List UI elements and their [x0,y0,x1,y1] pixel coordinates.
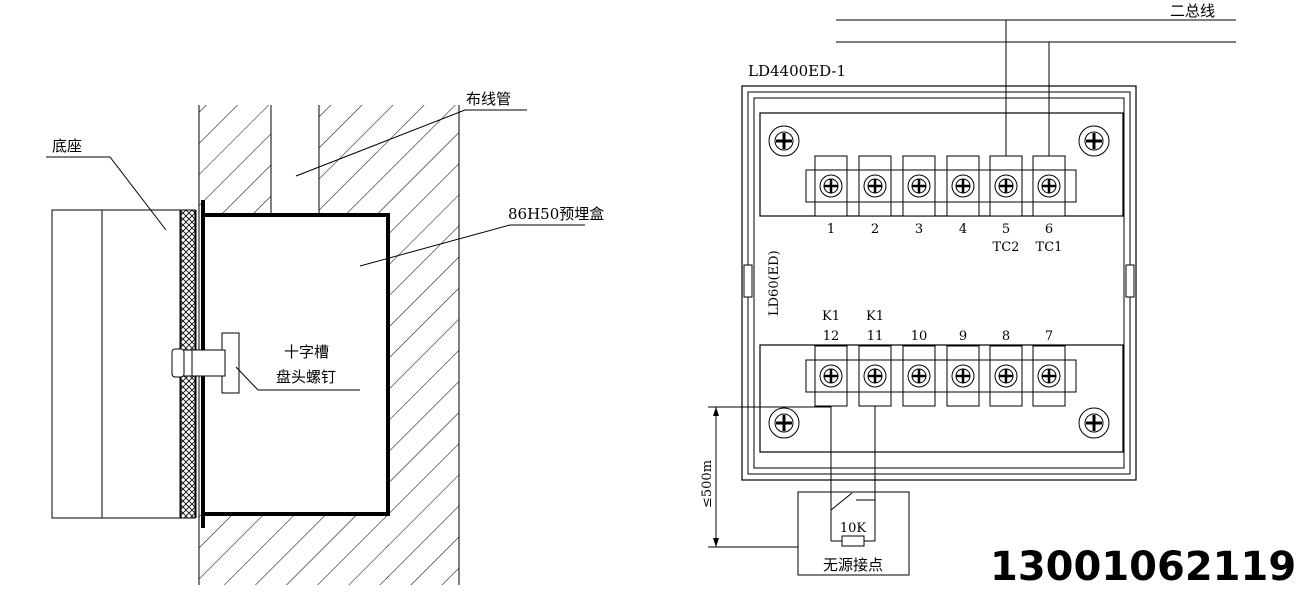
terminal-block-bottom [946,345,980,407]
top-terminal-number: 5 [1002,222,1010,237]
bottom-terminal-number: 10 [911,329,928,344]
terminal-block-top [989,155,1023,217]
bottom-terminal-strip [759,344,1124,453]
top-terminal-number: 1 [827,222,835,237]
distance-dimension [708,406,831,548]
bottom-terminal-number: 12 [823,329,840,344]
top-terminal-name-tc1: TC1 [1036,240,1063,255]
bottom-terminal-name-k1: K1 [866,309,884,324]
terminal-block-top [858,155,892,217]
mounting-screw-bottom-left [768,407,800,439]
leaders-left [46,109,585,391]
terminal-block-top [1032,155,1066,217]
label-screw-line2: 盘头螺钉 [276,368,336,386]
wiring-section: 二总线 LD4400ED-1 LD60(ED) [700,2,1236,576]
bottom-terminal-number: 7 [1045,329,1053,344]
top-terminal-name-tc2: TC2 [993,240,1020,255]
mounting-screw-top-right [1078,125,1110,157]
wiring-diagram: 底座 布线管 86H50预埋盒 十字槽 盘头螺钉 二总线 LD4400ED-1 … [46,2,1236,585]
label-conduit: 布线管 [466,90,511,108]
mounting-screws [768,125,1110,439]
bus-wires [1005,20,1050,156]
bottom-terminal-name-k1: K1 [822,309,840,324]
terminal-block-bottom [1032,345,1066,407]
label-model: LD4400ED-1 [748,62,846,80]
bottom-terminal-number: 11 [867,329,884,344]
label-contact: 无源接点 [823,556,883,574]
mounting-screw-top-left [768,125,800,157]
top-terminal-number: 4 [959,222,967,237]
terminal-block-bottom [902,345,936,407]
phone-number: 13001062119 [990,544,1296,590]
module-frame [741,85,1137,481]
terminal-block-bottom [989,345,1023,407]
label-bus: 二总线 [1170,2,1215,20]
label-side: LD60(ED) [767,250,782,316]
top-terminal-number: 3 [915,222,923,237]
top-terminal-number: 2 [871,222,879,237]
top-terminal-numbers: 1 2 3 4 5 6 [827,222,1053,237]
label-screw-line1: 十字槽 [284,343,329,361]
terminal-block-top [902,155,936,217]
wall-hatching [198,105,460,585]
bottom-terminal-number: 8 [1002,329,1010,344]
contact-box [797,491,910,576]
terminal-block-bottom [858,345,892,407]
terminal-block-top [814,155,848,217]
contact-wires [830,406,876,547]
label-embedded-box: 86H50预埋盒 [508,205,604,223]
bottom-terminal-numbers: 12 11 10 9 8 7 [823,329,1053,344]
terminal-block-bottom [814,345,848,407]
label-distance: ≤500m [700,460,715,508]
top-terminal-number: 6 [1045,222,1053,237]
bottom-terminal-number: 9 [959,329,967,344]
top-terminal-strip [759,112,1124,217]
top-terminal-names: TC2 TC1 [993,240,1063,255]
resistor-symbol [841,535,865,547]
screw [171,332,240,394]
label-resistor: 10K [840,521,867,536]
installation-section: 底座 布线管 86H50预埋盒 十字槽 盘头螺钉 [46,90,604,585]
mounting-screw-bottom-right [1078,407,1110,439]
label-base: 底座 [52,137,82,155]
bottom-terminal-names: K1 K1 [822,309,884,324]
terminal-block-top [946,155,980,217]
